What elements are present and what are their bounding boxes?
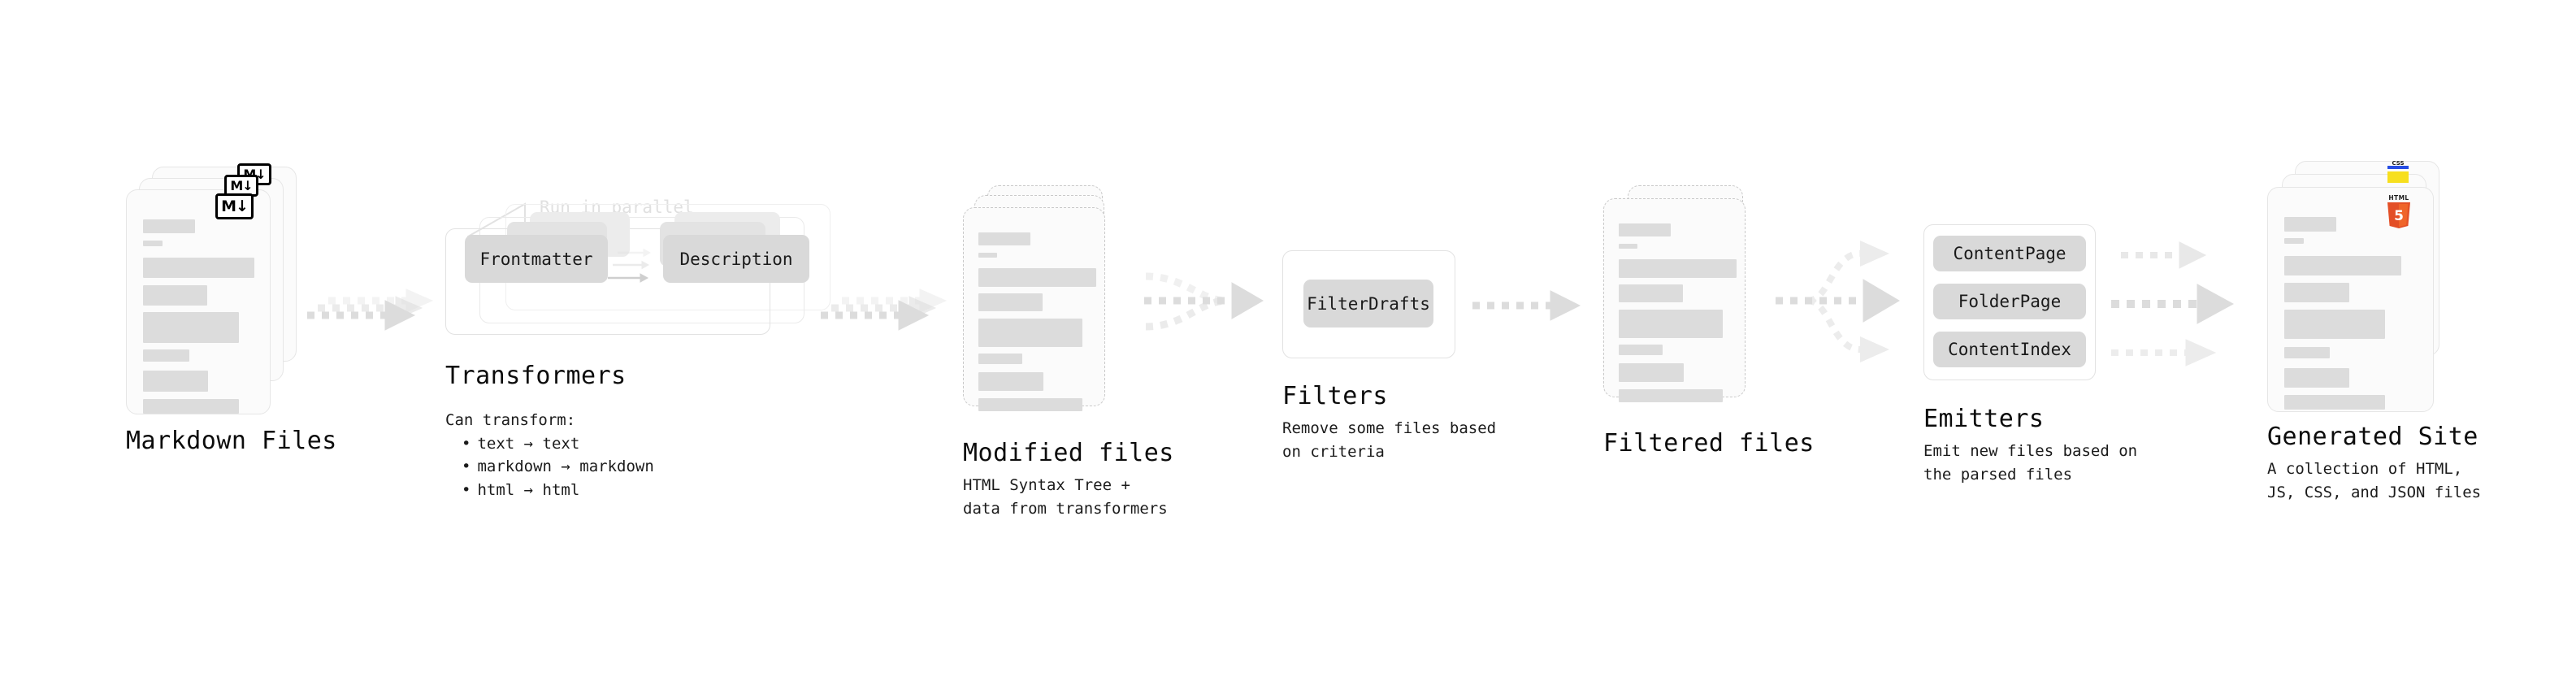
transformers-bullet-list: text → text markdown → markdown html → h…	[445, 432, 689, 502]
markdown-card-front	[126, 189, 271, 414]
site-card-content	[2268, 188, 2433, 411]
html5-icon: HTML 5	[2387, 194, 2410, 228]
js-icon	[2387, 171, 2409, 183]
filters-chip-filterdrafts[interactable]: FilterDrafts	[1303, 280, 1433, 327]
emitters-description: Emit new files based on the parsed files	[1923, 442, 2138, 484]
emitters-chip-folderpage[interactable]: FolderPage	[1933, 284, 2086, 319]
stage-filters: FilterDrafts Filters Remove some files b…	[1282, 250, 1496, 461]
transformers-description: Can transform: text → text markdown → ma…	[445, 409, 689, 501]
transformer-chip-description[interactable]: Description	[663, 235, 809, 283]
svg-text:CSS: CSS	[2392, 160, 2404, 167]
stage-filtered-files: Filtered files	[1603, 185, 1814, 458]
emitters-container	[1923, 224, 2096, 380]
modified-files-description: HTML Syntax Tree + data from transformer…	[963, 476, 1168, 518]
filters-description: Remove some files based on criteria	[1282, 419, 1497, 461]
svg-text:5: 5	[2394, 208, 2404, 224]
stage-title-transformers: Transformers	[445, 362, 627, 390]
connector-transformers-to-modified	[821, 268, 951, 349]
connector-md-to-transformers	[307, 268, 437, 349]
stage-emitters: ContentPage FolderPage ContentIndex Emit…	[1923, 224, 2137, 484]
stage-generated-site: CSS HTML 5 Generated Site A collection o…	[2267, 160, 2481, 501]
markdown-card-content	[127, 190, 270, 414]
svg-text:HTML: HTML	[2388, 194, 2409, 202]
transformers-description-lead: Can transform:	[445, 411, 576, 429]
transformer-inner-arrows	[608, 248, 652, 283]
filters-container	[1282, 250, 1455, 358]
connector-filtered-to-emitters	[1776, 236, 1930, 374]
stage-title-filtered-files: Filtered files	[1603, 429, 1815, 458]
transformers-bullet-markdown: markdown → markdown	[462, 455, 689, 479]
stage-modified-files: Modified files HTML Syntax Tree + data f…	[963, 185, 1173, 518]
emitters-chip-contentpage[interactable]: ContentPage	[1933, 236, 2086, 271]
stage-transformers: Run in parallel Frontmatter Description	[445, 183, 830, 499]
generated-site-description: A collection of HTML, JS, CSS, and JSON …	[2267, 460, 2482, 501]
stage-title-emitters: Emitters	[1923, 405, 2045, 433]
stage-title-generated-site: Generated Site	[2267, 423, 2478, 451]
filtered-card-content	[1604, 199, 1745, 402]
markdown-icon-back-1: M↓	[224, 175, 258, 197]
stage-title-modified-files: Modified files	[963, 439, 1174, 467]
filtered-card-front	[1603, 198, 1746, 402]
connector-emitters-to-site	[2111, 229, 2266, 375]
stage-markdown-files: M↓ M↓ M↓ Markdown Files	[126, 163, 336, 455]
modified-card-front	[963, 207, 1105, 411]
connector-modified-to-filters	[1136, 254, 1282, 351]
transformers-bullet-html: html → html	[462, 479, 689, 502]
css3-icon: CSS	[2387, 160, 2409, 169]
emitters-chip-contentindex[interactable]: ContentIndex	[1933, 332, 2086, 367]
stage-title-filters: Filters	[1282, 382, 1388, 410]
transformers-bullet-text: text → text	[462, 432, 689, 456]
transformer-chip-frontmatter[interactable]: Frontmatter	[465, 235, 608, 283]
markdown-icon: M↓	[215, 193, 254, 219]
modified-card-content	[964, 208, 1104, 411]
stage-title-markdown-files: Markdown Files	[126, 427, 337, 455]
connector-filters-to-filtered	[1472, 276, 1594, 341]
